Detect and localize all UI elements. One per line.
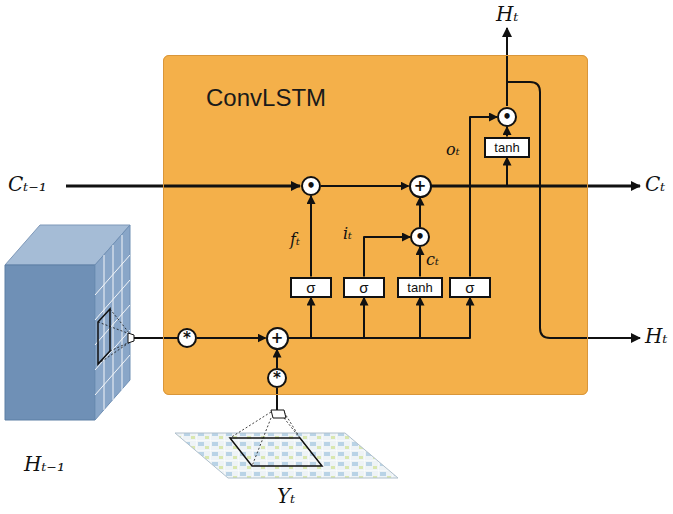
signal-label: fₜ bbox=[290, 230, 300, 249]
gate-function: tanh bbox=[407, 281, 432, 294]
signal-label: iₜ bbox=[343, 224, 352, 243]
operator-symbol: * bbox=[183, 331, 191, 346]
gate-function: σ bbox=[306, 280, 315, 295]
signal-label: oₜ bbox=[446, 140, 460, 159]
cell-background bbox=[163, 55, 588, 395]
signal-label: Hₜ₋₁ bbox=[24, 452, 65, 476]
operator-circle: • bbox=[301, 176, 321, 196]
signal-connector bbox=[289, 298, 471, 339]
operator-symbol: + bbox=[271, 331, 284, 346]
gate-box: σ bbox=[290, 277, 332, 298]
operator-symbol: • bbox=[306, 179, 316, 194]
signal-label: Cₜ bbox=[645, 172, 665, 196]
signal-connector bbox=[419, 198, 421, 228]
gate-box: σ bbox=[449, 277, 491, 298]
hidden-out-top bbox=[506, 28, 508, 106]
signal-connector bbox=[289, 298, 421, 339]
gate-function: σ bbox=[359, 280, 368, 295]
cell-state-in bbox=[66, 185, 300, 188]
gate-box: tanh bbox=[397, 277, 443, 298]
signal-label: Hₜ bbox=[645, 324, 667, 348]
signal-connector bbox=[197, 337, 266, 339]
gate-function: σ bbox=[465, 280, 474, 295]
operator-circle: + bbox=[266, 327, 289, 350]
gate-box: tanh bbox=[484, 137, 530, 158]
cell-title: ConvLSTM bbox=[206, 84, 326, 112]
operator-symbol: + bbox=[414, 179, 427, 194]
operator-symbol: * bbox=[273, 371, 281, 386]
gate-function: tanh bbox=[494, 141, 519, 154]
input-grid bbox=[175, 388, 398, 478]
signal-connector bbox=[506, 127, 508, 137]
input-wire bbox=[134, 337, 178, 339]
operator-circle: + bbox=[409, 175, 432, 198]
state-cube bbox=[5, 225, 134, 420]
signal-connector bbox=[310, 196, 312, 277]
gate-box: σ bbox=[343, 277, 385, 298]
signal-connector bbox=[364, 237, 410, 277]
operator-circle: • bbox=[410, 227, 430, 247]
convlstm-cell: ConvLSTM • + • tanh • σ σ tanh σ * + * bbox=[163, 55, 588, 395]
signal-connector bbox=[289, 298, 312, 339]
operator-symbol: • bbox=[502, 110, 512, 125]
operator-symbol: • bbox=[415, 230, 425, 245]
operator-circle: • bbox=[497, 107, 517, 127]
signal-connector bbox=[289, 298, 365, 339]
signal-connector bbox=[276, 350, 278, 369]
signal-label: Hₜ bbox=[496, 2, 518, 26]
operator-circle: * bbox=[267, 368, 287, 388]
hidden-out-right bbox=[507, 82, 640, 338]
operator-circle: * bbox=[177, 328, 197, 348]
signal-connector bbox=[321, 185, 409, 187]
signal-connector bbox=[419, 247, 421, 277]
signal-label: Cₜ₋₁ bbox=[8, 172, 47, 196]
signal-label: cₜ bbox=[426, 250, 439, 269]
signal-label: Yₜ bbox=[277, 484, 295, 508]
